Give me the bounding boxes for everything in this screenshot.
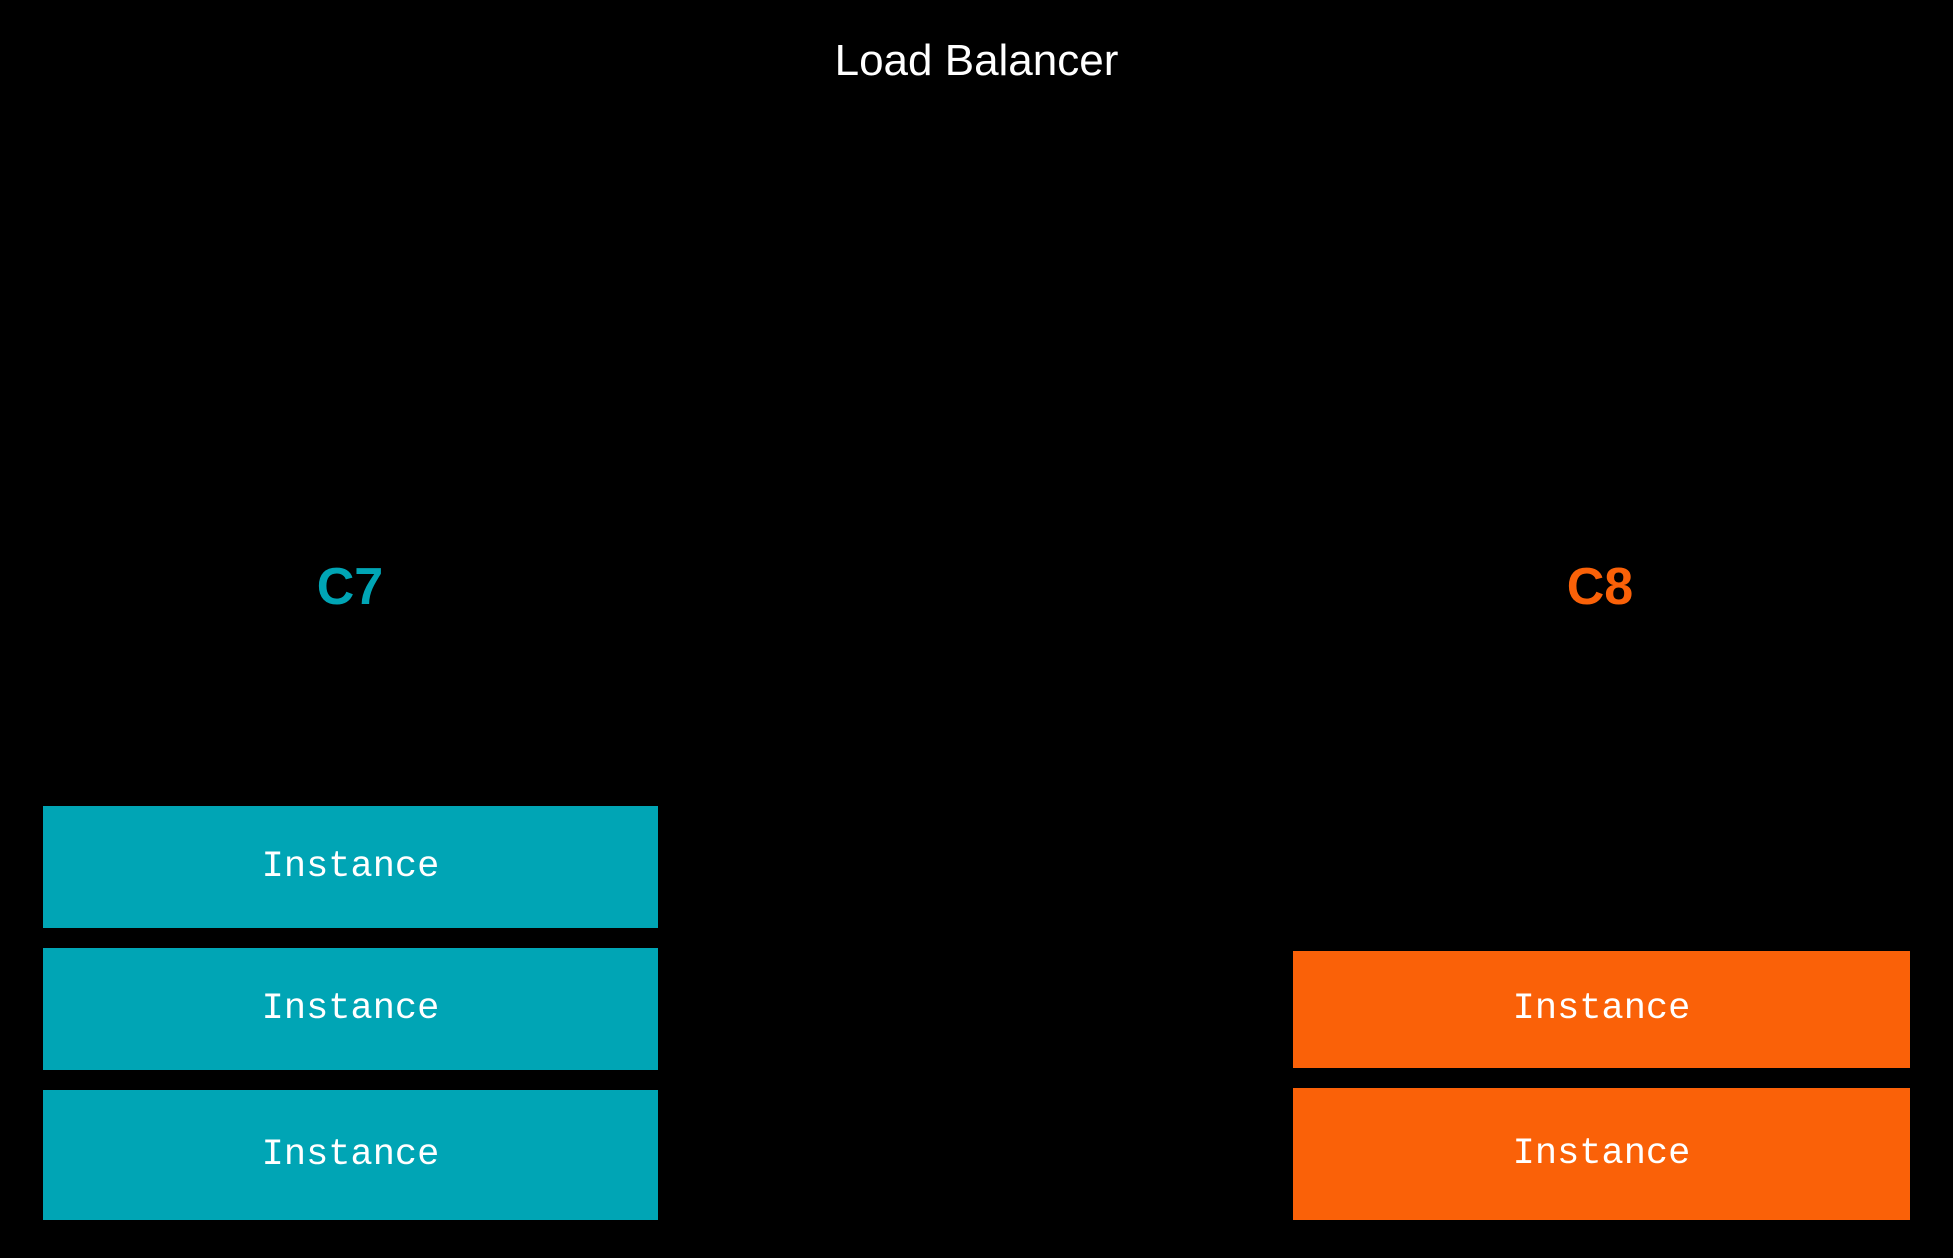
cluster-label-c7: C7	[316, 558, 384, 616]
instance-label: Instance	[261, 987, 440, 1030]
instance-box-c7-2[interactable]: Instance	[43, 948, 658, 1070]
instance-box-c8-2[interactable]: Instance	[1293, 1088, 1910, 1220]
instance-label: Instance	[261, 1133, 440, 1176]
cluster-label-c8: C8	[1566, 558, 1634, 616]
instance-label: Instance	[261, 845, 440, 888]
instance-box-c7-3[interactable]: Instance	[43, 1090, 658, 1220]
page-title: Load Balancer	[834, 36, 1119, 85]
instance-box-c8-1[interactable]: Instance	[1293, 951, 1910, 1068]
instance-box-c7-1[interactable]: Instance	[43, 806, 658, 928]
instance-label: Instance	[1512, 1132, 1691, 1175]
instance-label: Instance	[1512, 988, 1691, 1030]
